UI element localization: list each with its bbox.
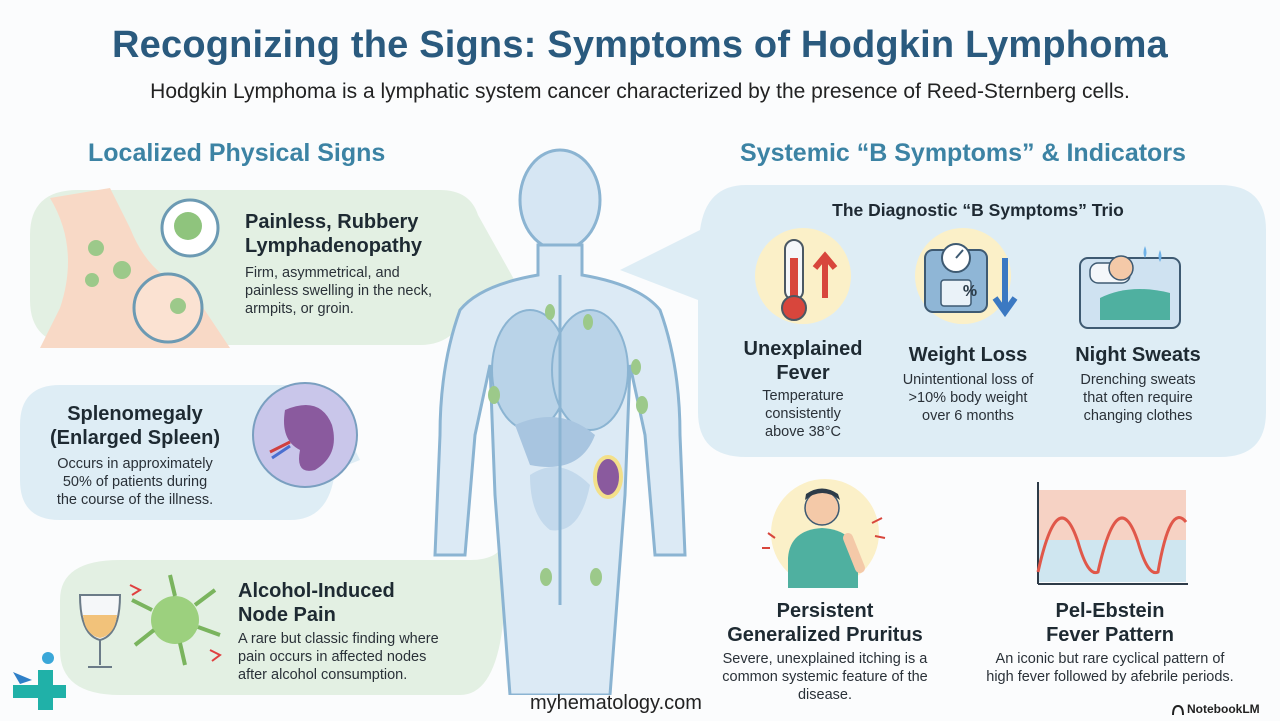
night-sweats-title: Night Sweats bbox=[1075, 344, 1201, 366]
weight-title: Weight Loss bbox=[908, 344, 1028, 366]
fever-body: Temperature consistently above 38°C bbox=[762, 388, 844, 440]
scale-percent-symbol: % bbox=[962, 283, 978, 300]
scale-icon bbox=[924, 243, 1018, 318]
night-sweats-body: Drenching sweats that often require chan… bbox=[1080, 372, 1196, 424]
spleen-icon bbox=[252, 382, 358, 488]
lymph-card-title: Painless, Rubbery Lymphadenopathy bbox=[245, 211, 423, 257]
neck-lymph-illustration bbox=[40, 188, 230, 348]
myhematology-logo-icon bbox=[13, 652, 66, 710]
trio-heading: The Diagnostic “B Symptoms” Trio bbox=[832, 200, 1124, 220]
lymph-card-body: Firm, asymmetrical, and painless swellin… bbox=[245, 265, 432, 317]
notebooklm-watermark: NotebookLM bbox=[1187, 702, 1260, 716]
pruritus-icon bbox=[762, 479, 886, 588]
page-title: Recognizing the Signs: Symptoms of Hodgk… bbox=[112, 24, 1168, 66]
pel-ebstein-body: An iconic but rare cyclical pattern of h… bbox=[986, 651, 1234, 685]
right-section-heading: Systemic “B Symptoms” & Indicators bbox=[740, 139, 1186, 167]
fever-title: Unexplained Fever bbox=[743, 338, 863, 384]
fever-cycle-graph-icon bbox=[1036, 482, 1188, 585]
pruritus-title: Persistent Generalized Pruritus bbox=[727, 600, 923, 646]
night-sweats-icon bbox=[1079, 246, 1181, 329]
thermometer-icon bbox=[781, 239, 838, 321]
site-brand: myhematology.com bbox=[530, 692, 702, 714]
left-section-heading: Localized Physical Signs bbox=[88, 139, 386, 167]
spleen-card-body: Occurs in approximately 50% of patients … bbox=[56, 456, 214, 508]
alcohol-card-body: A rare but classic finding where pain oc… bbox=[238, 631, 439, 683]
weight-body: Unintentional loss of >10% body weight o… bbox=[902, 372, 1034, 424]
spleen-card-title: Splenomegaly (Enlarged Spleen) bbox=[49, 403, 221, 449]
pel-ebstein-title: Pel-Ebstein Fever Pattern bbox=[1046, 600, 1174, 646]
notebooklm-logo-icon bbox=[1172, 703, 1184, 721]
pruritus-body: Severe, unexplained itching is a common … bbox=[722, 651, 928, 703]
alcohol-card-title: Alcohol-Induced Node Pain bbox=[238, 580, 395, 626]
alcohol-node-illustration bbox=[78, 574, 222, 668]
human-body-illustration bbox=[433, 148, 687, 695]
page-subtitle: Hodgkin Lymphoma is a lymphatic system c… bbox=[150, 80, 1130, 103]
